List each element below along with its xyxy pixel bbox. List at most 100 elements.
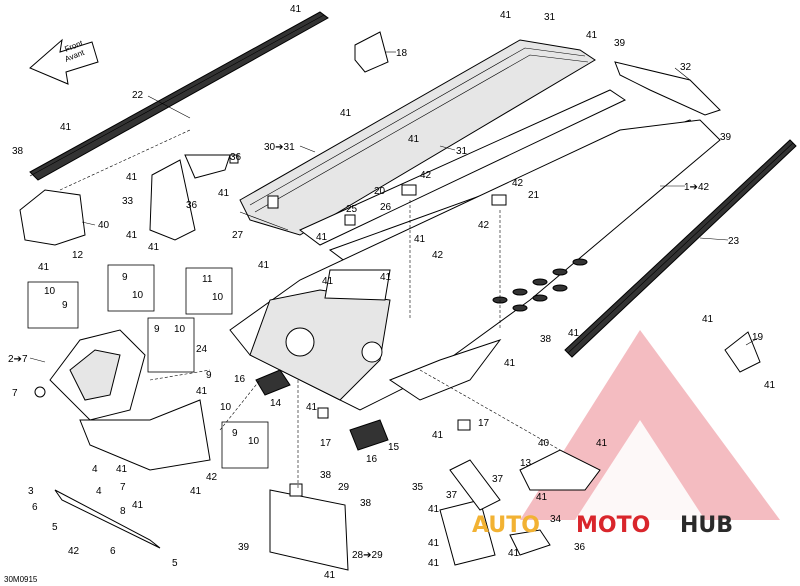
callout: 41 [500,10,512,21]
callout: 38 [320,470,332,481]
callout: 42 [420,170,432,181]
callout: 41 [132,500,144,511]
watermark-part-2: MOTO [576,513,650,538]
strip-27 [239,211,289,231]
callout: 30➔31 [264,142,295,153]
callout: 41 [428,504,440,515]
front-frame [34,329,211,471]
leader-lines [29,51,759,363]
bracket-13 [519,449,601,491]
callout: 19 [752,332,764,343]
callout: 24 [196,344,208,355]
callout: 41 [596,438,608,449]
hardware-box-3 [147,317,195,373]
callout: 41 [290,4,302,15]
callout: 14 [270,398,282,409]
reference-code: 30M0915 [4,575,38,584]
callout: 3 [28,486,34,497]
callout: 5 [172,558,178,569]
watermark-part-3: HUB [680,513,733,538]
callout: 41 [340,108,352,119]
heat-exchanger-28 [269,483,349,571]
callout: 11 [202,274,213,285]
callout: 29 [338,482,350,493]
callout: 41 [414,234,426,245]
callout: 10 [44,286,56,297]
bracket-25 [344,214,356,226]
hardware-box-5 [221,421,269,469]
callout: 1➔42 [684,182,710,193]
callout: 9 [62,300,68,311]
callout: 5 [52,522,58,533]
callout: 35 [412,482,424,493]
slide-rail-left [29,11,329,181]
callout: 41 [508,548,520,559]
callout: 7 [120,482,126,493]
callout: 41 [116,464,128,475]
callout: 31 [456,146,468,157]
callout: 4 [96,486,102,497]
callout: 41 [586,30,598,41]
callout: 23 [728,236,740,247]
footrest-14 [255,369,291,396]
bracket-18 [354,31,389,73]
slide-rail-right [564,139,797,358]
callout: 40 [98,220,110,231]
bracket-20 [401,184,417,196]
rear-bracket-32 [614,61,721,116]
tunnel-body [229,119,721,411]
callout: 4 [92,464,98,475]
callout: 37 [492,474,504,485]
watermark-text: AUTO MOTO HUB [472,513,733,538]
callout: 41 [380,272,392,283]
callout: 38 [12,146,24,157]
callout: 41 [764,380,776,391]
front-arrow: Front Avant [29,38,99,85]
bracket-17b [457,419,471,431]
callout: 16 [234,374,246,385]
callout: 12 [72,250,84,261]
callout: 16 [366,454,378,465]
bracket-33-36 [149,154,239,241]
callout: 41 [702,314,714,325]
callout: 41 [432,430,444,441]
callout: 26 [380,202,392,213]
callout-labels: 41 22 38 41 12 40 41 41 33 36 36 41 41 1… [8,4,776,581]
callout: 41 [322,276,334,287]
callout: 41 [316,232,328,243]
bracket-17a [317,407,329,419]
assembly-guides [59,129,561,490]
callout: 36 [230,152,242,163]
callout: 39 [720,132,732,143]
callout: 17 [320,438,332,449]
callout: 41 [428,538,440,549]
callout: 34 [550,514,562,525]
bar-3-8 [54,489,161,549]
callout: 9 [206,370,212,381]
callout: 42 [68,546,80,557]
callout: 25 [346,204,358,215]
callout: 42 [206,472,218,483]
callout: 32 [680,62,692,73]
callout: 41 [324,570,336,581]
callout: 36 [186,200,198,211]
callout: 41 [126,172,138,183]
callout: 39 [614,38,626,49]
callout: 13 [520,458,532,469]
hardware-box-1 [27,281,79,329]
callout: 10 [248,436,260,447]
callout: 8 [120,506,126,517]
callout: 40 [538,438,550,449]
callout: 41 [196,386,208,397]
callout: 41 [568,328,580,339]
watermark-triangle-inner [575,420,705,520]
callout: 17 [478,418,490,429]
callout: 9 [232,428,238,439]
callout: 18 [396,48,408,59]
callout: 41 [126,230,138,241]
callout: 22 [132,90,144,101]
hardware-box-4 [185,267,233,315]
callout: 6 [32,502,38,513]
